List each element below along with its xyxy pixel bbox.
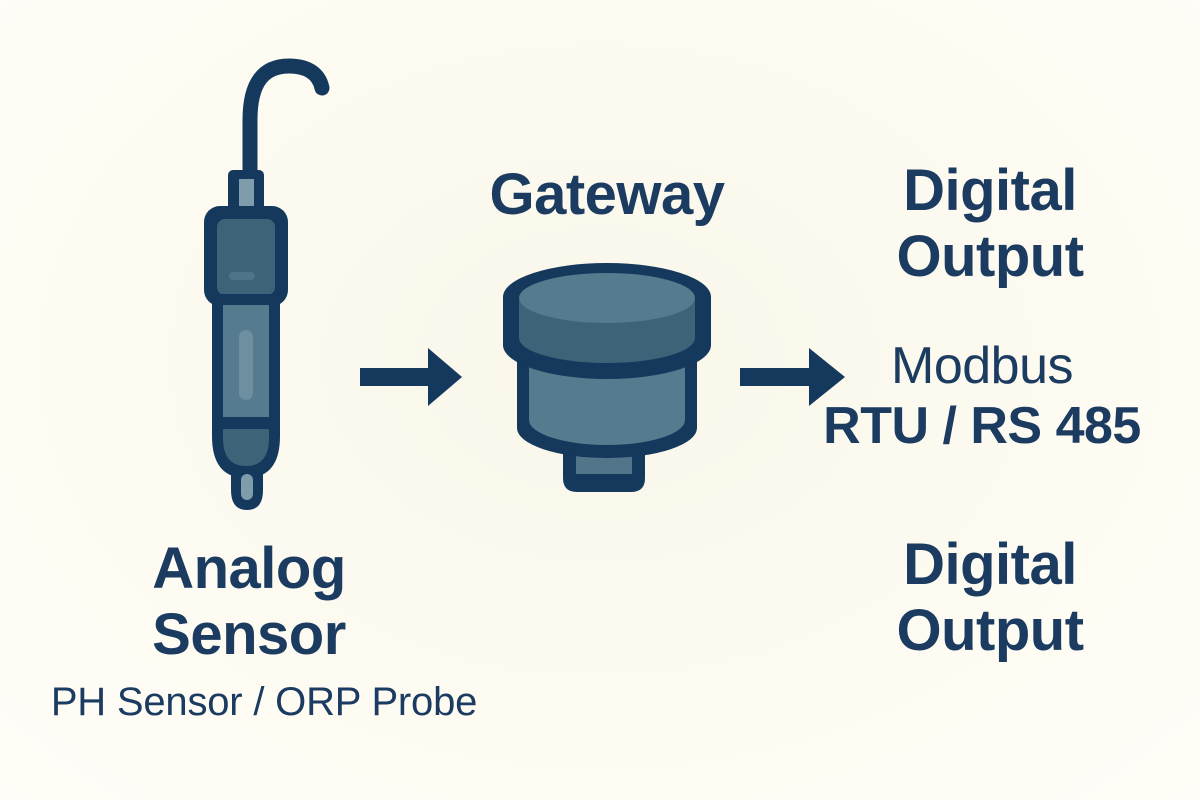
protocol-line2: RTU / RS 485 bbox=[823, 397, 1141, 455]
arrow-right-icon bbox=[360, 348, 462, 406]
digital-output-bottom-line1: Digital bbox=[903, 532, 1077, 597]
digital-output-top-line2: Output bbox=[896, 224, 1084, 289]
analog-sensor-line2: Sensor bbox=[152, 602, 346, 667]
ph-probe-icon bbox=[204, 58, 330, 510]
protocol-label: Modbus RTU / RS 485 bbox=[823, 336, 1141, 456]
analog-sensor-sublabel: PH Sensor / ORP Probe bbox=[50, 680, 478, 724]
digital-output-top-line1: Digital bbox=[903, 158, 1077, 223]
digital-output-bottom-line2: Output bbox=[896, 598, 1084, 663]
gateway-device-icon bbox=[503, 263, 711, 492]
digital-output-top-label: Digital Output bbox=[896, 158, 1084, 290]
protocol-line1: Modbus bbox=[891, 337, 1073, 395]
analog-sensor-label: Analog Sensor bbox=[152, 536, 346, 668]
arrow-right-icon-2 bbox=[740, 348, 845, 406]
analog-sensor-line1: Analog bbox=[152, 536, 346, 601]
digital-output-bottom-label: Digital Output bbox=[896, 532, 1084, 664]
gateway-label: Gateway bbox=[489, 162, 725, 227]
